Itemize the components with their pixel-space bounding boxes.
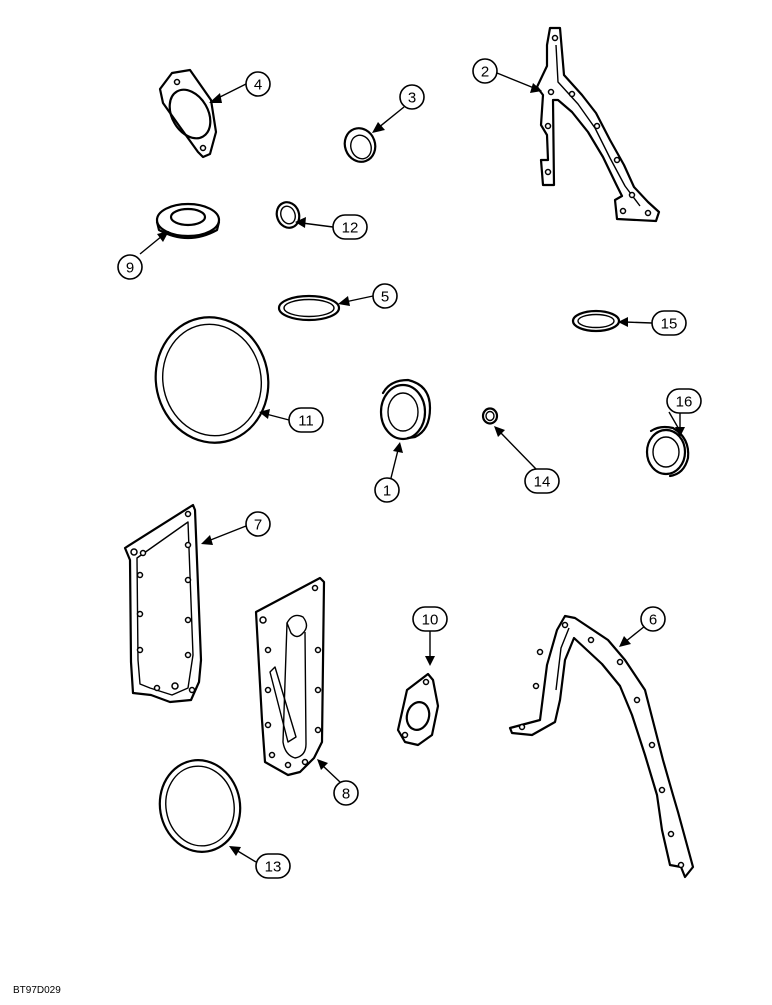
callout-9-label: 9	[126, 260, 134, 277]
callout-5-label: 5	[381, 289, 389, 306]
callout-6: 6	[640, 606, 666, 632]
callout-1: 1	[374, 477, 400, 503]
callout-14-label: 14	[534, 474, 551, 491]
callout-13: 13	[255, 853, 291, 879]
callout-11: 11	[288, 407, 324, 433]
callout-15-label: 15	[661, 316, 678, 333]
callout-3-label: 3	[408, 90, 416, 107]
callout-14: 14	[524, 468, 560, 494]
part-8-cooler-gasket	[254, 576, 326, 777]
callout-7: 7	[245, 511, 271, 537]
part-16-seal	[645, 425, 690, 478]
part-10-small-gasket	[396, 672, 440, 747]
callout-12: 12	[332, 214, 368, 240]
part-14-small-o-ring	[481, 407, 499, 425]
callout-11-label: 11	[298, 413, 314, 430]
callout-16-label: 16	[676, 394, 693, 411]
leader-lines	[139, 72, 685, 863]
callout-9: 9	[117, 254, 143, 280]
callout-4-label: 4	[254, 77, 262, 94]
callout-4: 4	[245, 71, 271, 97]
part-15-ring	[571, 309, 621, 333]
part-9-oil-seal	[155, 202, 221, 240]
part-5-ring	[277, 294, 341, 322]
callout-10: 10	[412, 606, 448, 632]
callout-15: 15	[651, 310, 687, 336]
part-2-cover-gasket	[535, 26, 661, 223]
callout-8-label: 8	[342, 786, 350, 803]
callout-7-label: 7	[254, 517, 262, 534]
figure-code: BT97D029	[13, 985, 61, 996]
part-1-seal	[379, 378, 432, 441]
callout-6-label: 6	[649, 612, 657, 629]
callout-2: 2	[472, 58, 498, 84]
callout-10-label: 10	[422, 612, 439, 629]
callout-8: 8	[333, 780, 359, 806]
part-12-o-ring	[275, 201, 301, 229]
callout-12-label: 12	[342, 220, 359, 237]
part-6-curved-gasket	[508, 614, 695, 879]
callout-16: 16	[666, 388, 702, 414]
callout-2-label: 2	[481, 64, 489, 81]
part-11-large-ring	[154, 316, 270, 444]
callout-3: 3	[399, 84, 425, 110]
part-4-flange-gasket	[158, 68, 218, 159]
callout-5: 5	[372, 283, 398, 309]
part-7-plate-gasket	[123, 503, 203, 704]
part-13-large-ring	[158, 759, 242, 853]
callout-13-label: 13	[265, 859, 282, 876]
callout-1-label: 1	[383, 483, 391, 500]
part-3-seal-ring	[343, 127, 377, 163]
